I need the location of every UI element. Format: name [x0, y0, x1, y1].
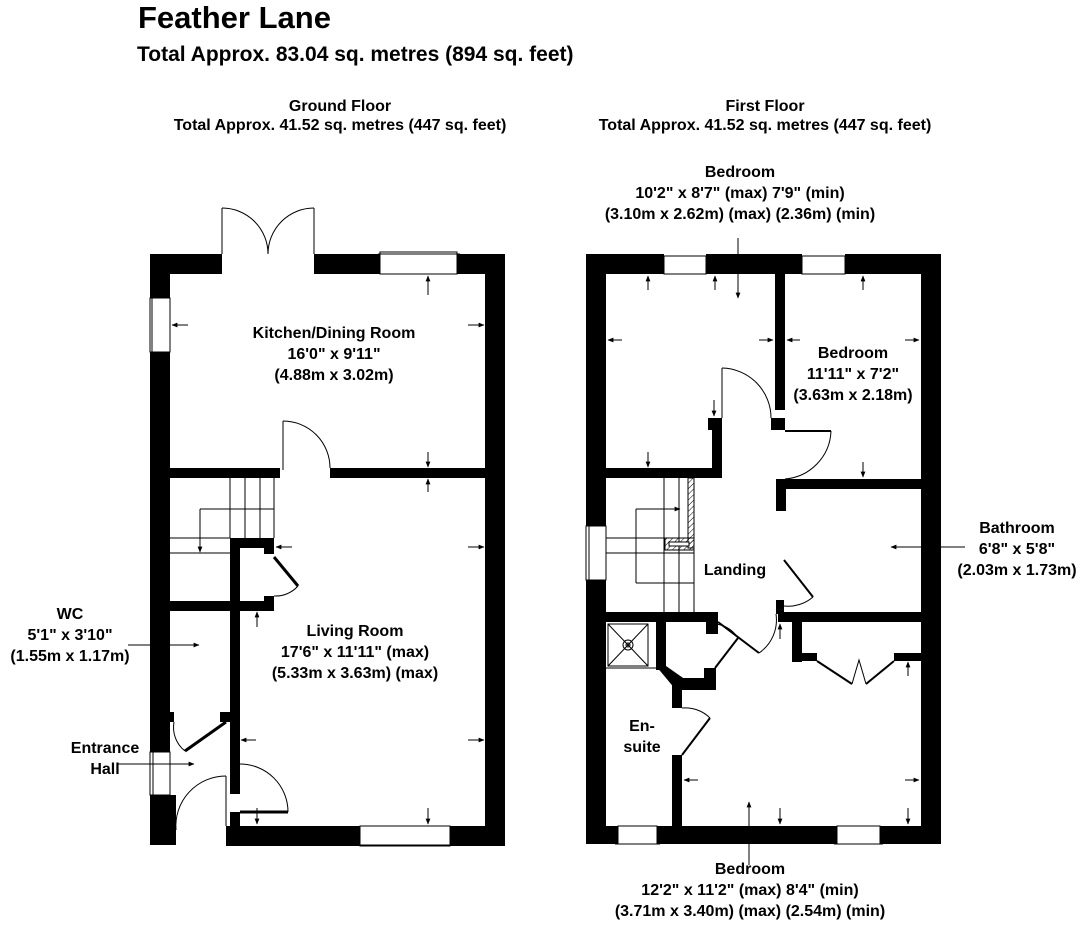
room-size-imperial: 6'8" x 5'8"	[978, 541, 1056, 558]
room-size-imperial: 11'11" x 7'2"	[806, 366, 900, 383]
ground-floor-area: Total Approx. 41.52 sq. metres (447 sq. …	[173, 117, 507, 134]
room-name-line2: Hall	[90, 761, 120, 778]
room-ensuite: En- suite	[612, 716, 672, 758]
room-entrance-hall: Entrance Hall	[60, 738, 150, 780]
ground-floor-name: Ground Floor	[288, 98, 392, 115]
room-name: WC	[56, 606, 84, 623]
room-bedroom-top: Bedroom 10'2" x 8'7" (max) 7'9" (min) (3…	[580, 162, 900, 225]
room-bedroom-right: Bedroom 11'11" x 7'2" (3.63m x 2.18m)	[785, 343, 921, 406]
room-name: Kitchen/Dining Room	[252, 325, 416, 342]
room-name: Landing	[703, 562, 767, 579]
first-floor-area: Total Approx. 41.52 sq. metres (447 sq. …	[598, 117, 932, 134]
first-floor-dimension-arrows	[607, 238, 965, 865]
room-size-metric: (5.33m x 3.63m) (max)	[271, 665, 439, 682]
room-name-line1: En-	[629, 718, 655, 735]
first-floor-lines	[585, 255, 895, 845]
room-name: Bedroom	[817, 345, 889, 362]
first-floor-plan	[586, 254, 941, 844]
ground-floor-dimension-arrows	[118, 275, 485, 825]
room-name: Bathroom	[979, 520, 1055, 537]
room-size-imperial: 5'1" x 3'10"	[27, 627, 113, 644]
room-size-imperial: 16'0" x 9'11"	[287, 346, 381, 363]
room-size-metric: (3.10m x 2.62m) (max) (2.36m) (min)	[604, 206, 876, 223]
first-floor-name: First Floor	[725, 98, 805, 115]
first-floor-heading: First Floor Total Approx. 41.52 sq. metr…	[560, 97, 970, 135]
room-wc: WC 5'1" x 3'10" (1.55m x 1.17m)	[0, 604, 140, 667]
room-size-metric: (3.63m x 2.18m)	[793, 387, 913, 404]
room-size-imperial: 17'6" x 11'11" (max)	[280, 644, 430, 661]
ground-floor-plan	[150, 254, 505, 846]
room-name: Bedroom	[714, 861, 786, 878]
room-name-line2: suite	[623, 739, 661, 756]
room-name: Living Room	[306, 623, 404, 640]
room-size-imperial: 12'2" x 11'2" (max) 8'4" (min)	[641, 882, 859, 899]
room-size-metric: (4.88m x 3.02m)	[274, 367, 394, 384]
room-size-metric: (3.71m x 3.40m) (max) (2.54m) (min)	[614, 903, 886, 920]
room-bathroom: Bathroom 6'8" x 5'8" (2.03m x 1.73m)	[946, 518, 1088, 581]
room-name: Bedroom	[704, 164, 776, 181]
room-size-metric: (2.03m x 1.73m)	[957, 562, 1077, 579]
room-name-line1: Entrance	[70, 740, 140, 757]
property-title: Feather Lane	[138, 0, 331, 35]
room-landing: Landing	[696, 560, 774, 581]
ground-floor-lines	[149, 207, 460, 847]
room-size-imperial: 10'2" x 8'7" (max) 7'9" (min)	[635, 185, 845, 202]
room-bedroom-bottom: Bedroom 12'2" x 11'2" (max) 8'4" (min) (…	[590, 859, 910, 922]
total-area: Total Approx. 83.04 sq. metres (894 sq. …	[137, 43, 574, 66]
room-kitchen-dining: Kitchen/Dining Room 16'0" x 9'11" (4.88m…	[224, 323, 444, 386]
ground-floor-heading: Ground Floor Total Approx. 41.52 sq. met…	[130, 97, 550, 135]
room-size-metric: (1.55m x 1.17m)	[10, 648, 130, 665]
room-living: Living Room 17'6" x 11'11" (max) (5.33m …	[235, 621, 475, 684]
